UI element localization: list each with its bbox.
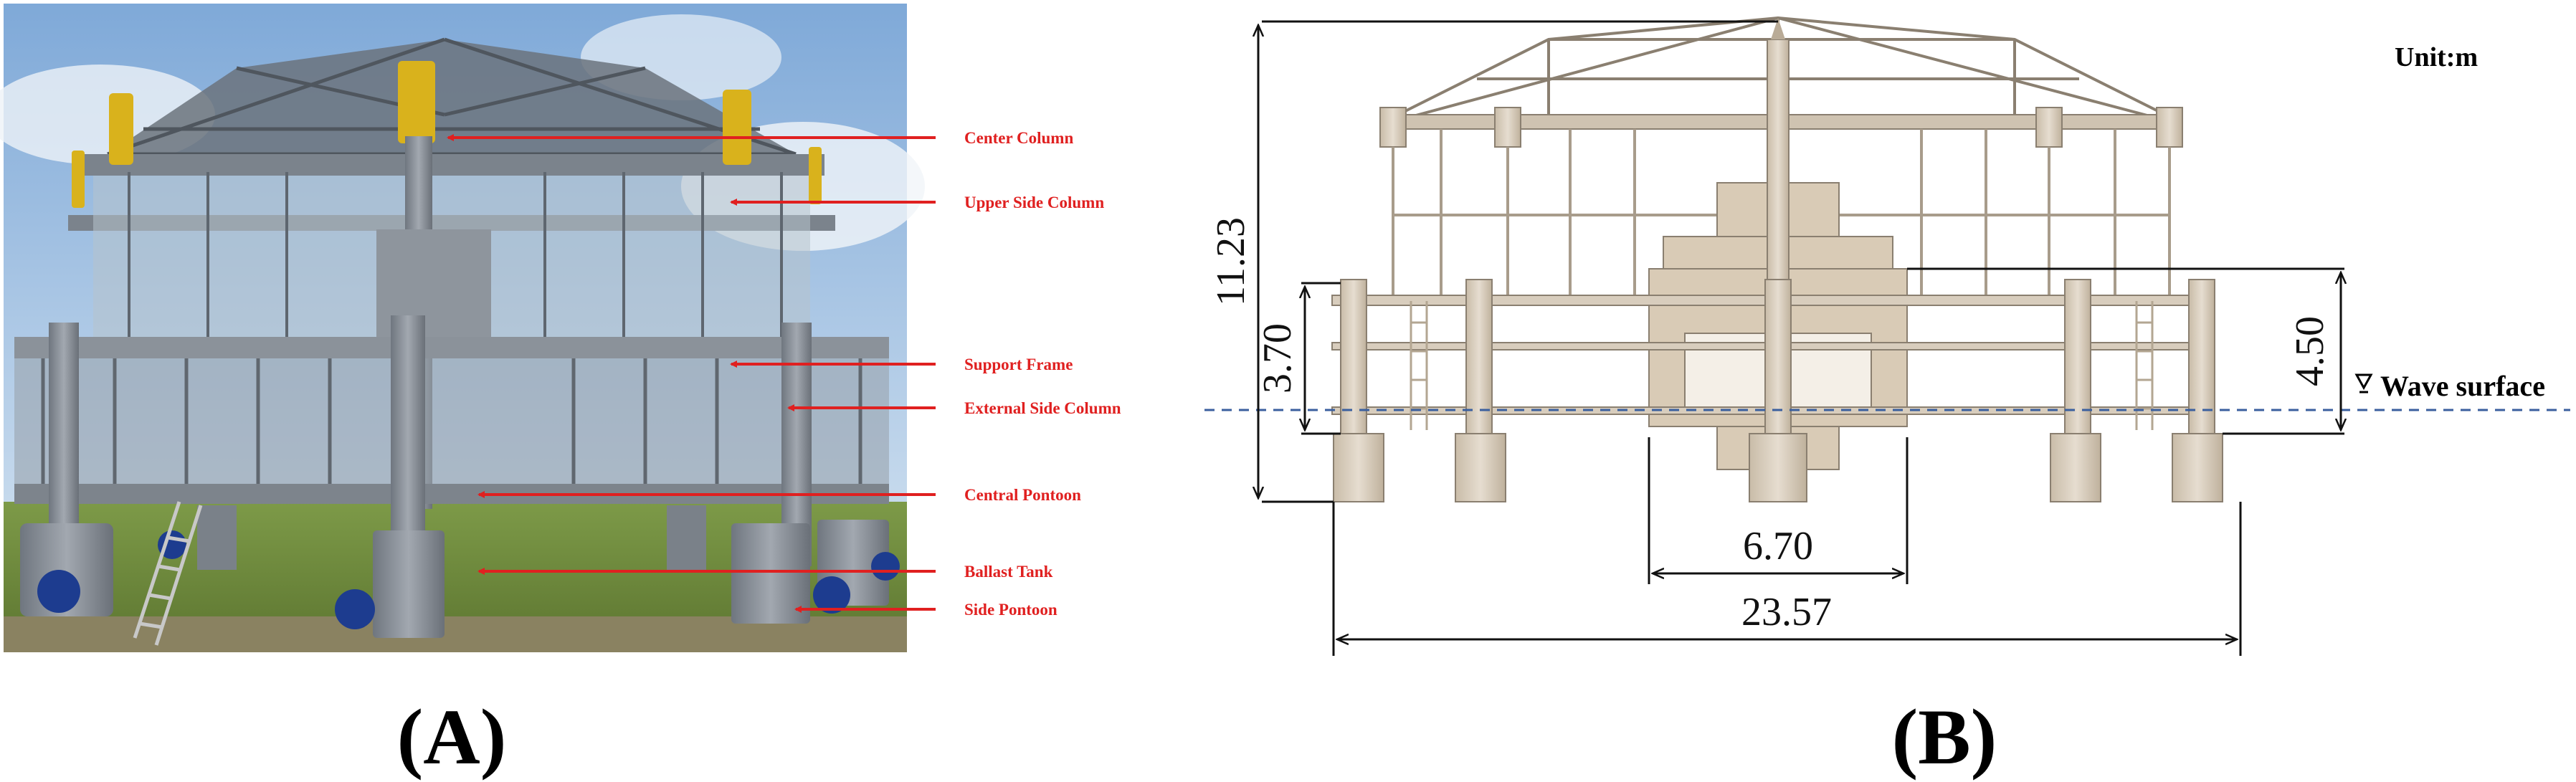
wave-surface-label: Wave surface — [2380, 370, 2545, 402]
dim-total-width: 23.57 — [1741, 590, 1832, 634]
label-center-column: Center Column — [964, 129, 1073, 147]
label-upper-side-column: Upper Side Column — [964, 194, 1104, 211]
dim-draft-height: 4.50 — [2288, 316, 2332, 386]
dim-center-width: 6.70 — [1743, 524, 1813, 568]
caption-a: (A) — [397, 693, 507, 781]
dim-total-height: 11.23 — [1209, 217, 1253, 306]
panel-a-annotations: Center Column Upper Side Column Support … — [447, 129, 1121, 619]
label-central-pontoon: Central Pontoon — [964, 486, 1081, 504]
panel-a-photo — [0, 4, 925, 652]
unit-label: Unit:m — [2395, 42, 2478, 72]
wave-surface-marker — [2354, 373, 2373, 394]
dimension-lines — [1258, 20, 2344, 656]
label-support-frame: Support Frame — [964, 356, 1073, 373]
label-external-side-column: External Side Column — [964, 399, 1121, 417]
label-side-pontoon: Side Pontoon — [964, 601, 1058, 619]
dim-column-height: 3.70 — [1255, 323, 1300, 394]
label-ballast-tank: Ballast Tank — [964, 563, 1053, 581]
panel-b-drawing — [1331, 16, 2223, 502]
caption-b: (B) — [1892, 693, 1997, 781]
